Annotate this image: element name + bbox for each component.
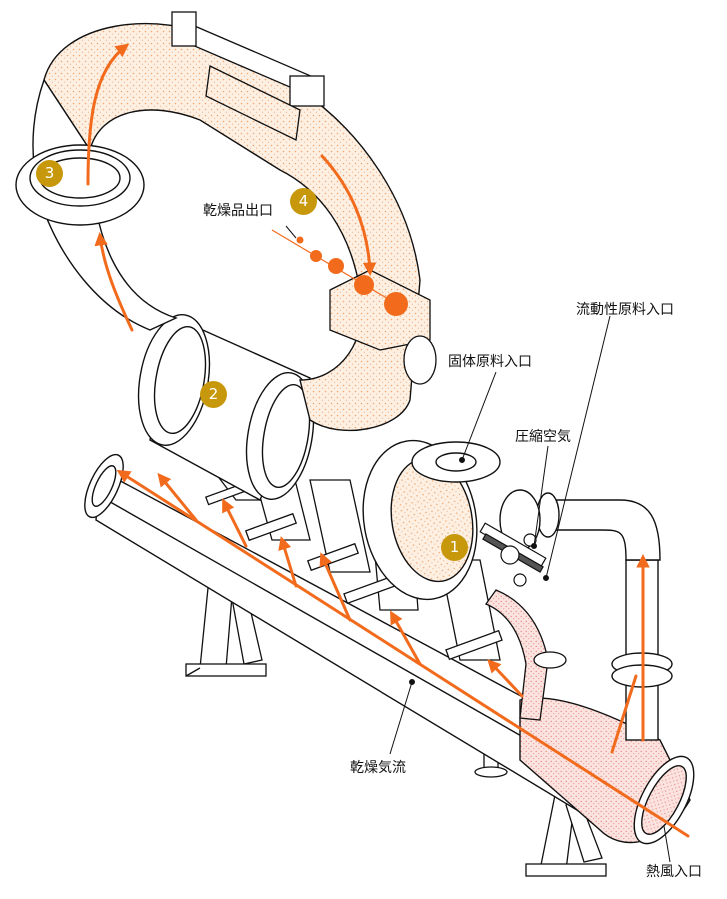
arrow-branch-4 <box>319 552 352 622</box>
nozzle-assembly <box>479 522 547 587</box>
label-hot-air-inlet: 熱風入口 <box>646 864 702 880</box>
product-particles <box>271 229 408 316</box>
arrow-hot-air-main <box>116 469 690 838</box>
top-flange-duct <box>171 11 325 141</box>
arrow-branch-6 <box>487 659 524 698</box>
stage-badge-1: 1 <box>441 534 468 561</box>
arrow-stage2-up <box>94 231 134 332</box>
cylinder-section <box>137 314 315 501</box>
stage-badge-3: 3 <box>36 160 63 187</box>
arrow-stage3-up <box>86 43 130 186</box>
loop-flange <box>329 269 437 385</box>
label-drying-airflow: 乾燥気流 <box>350 760 406 776</box>
arrow-stage4-down <box>320 154 377 277</box>
stage-badge-4: 4 <box>290 188 317 215</box>
support-stand-right <box>525 788 607 877</box>
fluid-feed-pipe <box>484 589 567 721</box>
label-compressed-air: 圧縮空気 <box>515 429 571 445</box>
flow-arrows <box>86 43 690 838</box>
arrow-branch-2 <box>222 498 248 548</box>
arrow-branch-3 <box>278 536 298 588</box>
loop-duct <box>15 22 421 432</box>
arrow-riser-up-2 <box>610 674 638 754</box>
label-fluid-feed-inlet: 流動性原料入口 <box>576 302 674 318</box>
arrow-branch-5 <box>390 610 422 666</box>
label-solid-feed-inlet: 固体原料入口 <box>448 354 532 370</box>
arrow-branch-1 <box>157 472 198 522</box>
label-dried-product-outlet: 乾燥品出口 <box>203 203 273 219</box>
stage-badge-2: 2 <box>200 381 227 408</box>
leader-lines <box>285 225 671 863</box>
